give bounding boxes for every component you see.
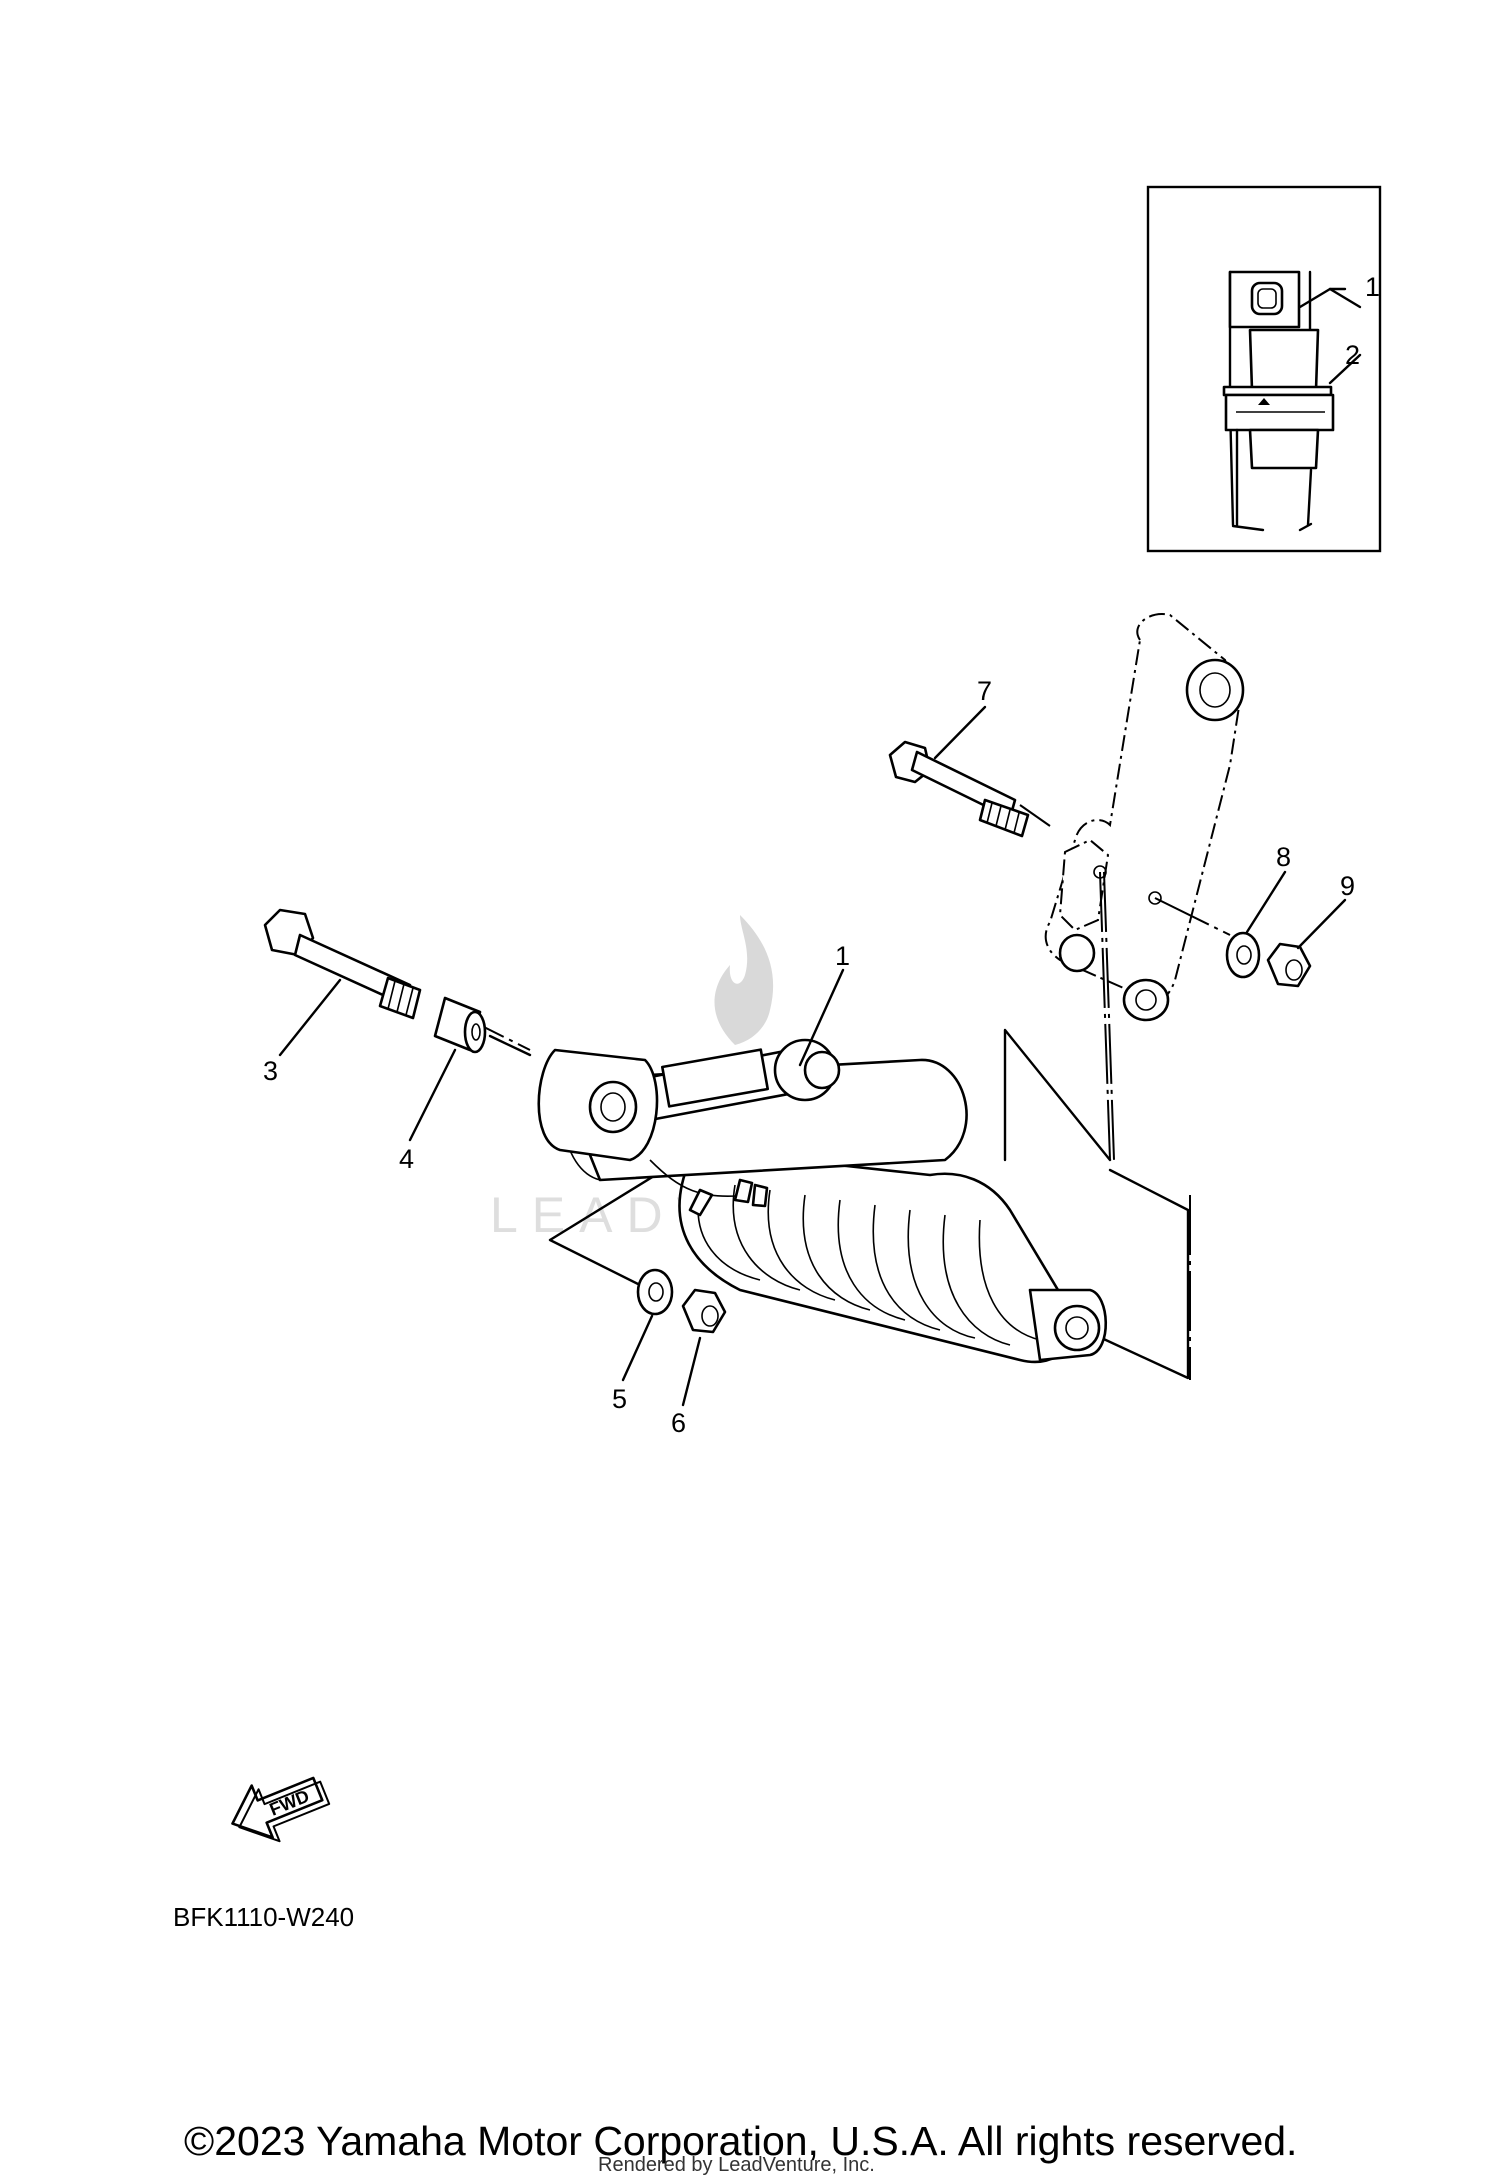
inset-detail: 1 2: [1146, 185, 1382, 553]
callout-9: 9: [1340, 871, 1355, 901]
inset-leaders: [1298, 287, 1362, 385]
relay-arm: [1044, 613, 1245, 1022]
callout-3: 3: [263, 1056, 278, 1086]
part-7-bolt: [888, 740, 1030, 838]
rendered-by-notice: Rendered by LeadVenture, Inc.: [598, 2154, 875, 2176]
inset-shock-top: [1222, 270, 1335, 532]
callout-6: 6: [671, 1408, 686, 1438]
inset-arrow-icon: [1258, 398, 1270, 405]
callout-4: 4: [399, 1144, 414, 1174]
part-9-nut: [1266, 942, 1312, 988]
fwd-arrow-icon: FWD: [231, 1776, 331, 1843]
callout-1: 1: [835, 941, 850, 971]
spring: [678, 1148, 1074, 1364]
part-6-nut: [681, 1288, 727, 1334]
part-4-collar: [433, 996, 532, 1057]
callout-8: 8: [1276, 842, 1291, 872]
alignment-lines: [449, 804, 1231, 1380]
part-3-bolt: [263, 908, 422, 1020]
part-5-washer: [636, 1268, 674, 1316]
copyright-notice: ©2023 Yamaha Motor Corporation, U.S.A. A…: [184, 2118, 1298, 2164]
leader-lines: [278, 705, 1347, 1407]
diagram-code: BFK1110-W240: [173, 1902, 355, 1932]
callout-5: 5: [612, 1384, 627, 1414]
inset-callout-1: 1: [1365, 272, 1380, 302]
flame-watermark-icon: [714, 915, 774, 1045]
part-8-washer: [1225, 931, 1261, 979]
part-1-shock-absorber: [537, 1038, 1108, 1364]
inset-callout-2: 2: [1345, 340, 1360, 370]
callout-7: 7: [977, 676, 992, 706]
